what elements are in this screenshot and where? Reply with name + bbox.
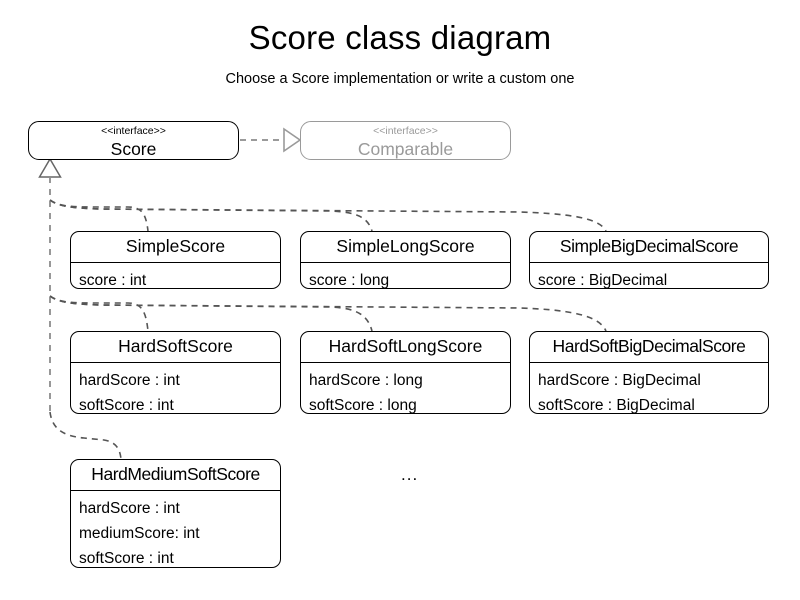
class-name-hard-soft-big-decimal-score: HardSoftBigDecimalScore (552, 336, 746, 356)
generalization-triangle (38, 157, 62, 178)
hollow-triangle-arrowhead (283, 127, 302, 153)
class-header-comparable: <<interface>> Comparable (301, 122, 510, 159)
class-box-hard-medium-soft-score[interactable]: HardMediumSoftScore hardScore : int medi… (70, 459, 281, 568)
class-header: SimpleBigDecimalScore (530, 232, 768, 263)
attribute-row: hardScore : long (309, 372, 423, 389)
attribute-row: softScore : int (79, 397, 174, 414)
class-name-score: Score (110, 139, 157, 159)
class-name-simple-score: SimpleScore (125, 236, 226, 256)
class-attributes: score : BigDecimal (530, 263, 768, 289)
class-header: SimpleScore (71, 232, 280, 263)
class-attributes: score : long (301, 263, 510, 289)
attribute-row: hardScore : int (79, 372, 180, 389)
class-box-simple-big-decimal-score[interactable]: SimpleBigDecimalScore score : BigDecimal (529, 231, 769, 289)
page-title: Score class diagram (248, 19, 552, 56)
class-attributes: hardScore : BigDecimal softScore : BigDe… (530, 363, 768, 414)
class-name-simple-long-score: SimpleLongScore (336, 236, 475, 256)
page-subtitle: Choose a Score implementation or write a… (225, 71, 575, 87)
class-name-hard-soft-score: HardSoftScore (118, 336, 233, 356)
class-header: HardSoftLongScore (301, 332, 510, 363)
class-name-comparable: Comparable (357, 139, 454, 159)
class-header: HardSoftScore (71, 332, 280, 363)
attribute-row: mediumScore: int (79, 525, 200, 542)
class-name-simple-big-decimal-score: SimpleBigDecimalScore (559, 236, 739, 256)
attribute-row: hardScore : BigDecimal (538, 372, 701, 389)
class-attributes: hardScore : long softScore : long (301, 363, 510, 414)
stereotype-label: <<interface>> (101, 125, 166, 137)
more-classes-indicator: ... (401, 465, 419, 484)
class-header: HardMediumSoftScore (71, 460, 280, 491)
realization-score-comparable (240, 127, 302, 153)
class-box-score[interactable]: <<interface>> Score (28, 121, 239, 160)
class-box-hard-soft-big-decimal-score[interactable]: HardSoftBigDecimalScore hardScore : BigD… (529, 331, 769, 414)
branch-hard-soft-big-decimal-score (49, 295, 607, 332)
branch-simple-score (49, 199, 149, 232)
class-box-comparable[interactable]: <<interface>> Comparable (300, 121, 511, 160)
class-header-score: <<interface>> Score (29, 122, 238, 159)
attribute-row: score : long (309, 272, 390, 289)
attribute-row: score : int (79, 272, 147, 289)
class-name-hard-soft-long-score: HardSoftLongScore (328, 336, 483, 356)
class-box-hard-soft-score[interactable]: HardSoftScore hardScore : int softScore … (70, 331, 281, 414)
class-name-hard-medium-soft-score: HardMediumSoftScore (91, 464, 260, 484)
branch-hard-soft-long-score (49, 295, 373, 332)
stereotype-label: <<interface>> (373, 125, 438, 137)
attribute-row: softScore : int (79, 550, 174, 567)
branch-hard-soft-score (49, 295, 149, 332)
branch-hard-medium-soft-score (49, 411, 122, 460)
branch-simple-long-score (49, 199, 373, 232)
class-attributes: hardScore : int mediumScore: int softSco… (71, 491, 280, 567)
class-box-simple-long-score[interactable]: SimpleLongScore score : long (300, 231, 511, 289)
attribute-row: softScore : long (309, 397, 417, 414)
attribute-row: softScore : BigDecimal (538, 397, 695, 414)
branch-simple-big-decimal-score (49, 199, 607, 232)
class-header: HardSoftBigDecimalScore (530, 332, 768, 363)
class-header: SimpleLongScore (301, 232, 510, 263)
class-box-simple-score[interactable]: SimpleScore score : int (70, 231, 281, 289)
class-box-hard-soft-long-score[interactable]: HardSoftLongScore hardScore : long softS… (300, 331, 511, 414)
attribute-row: hardScore : int (79, 500, 180, 517)
attribute-row: score : BigDecimal (538, 272, 668, 289)
class-attributes: score : int (71, 263, 280, 289)
class-attributes: hardScore : int softScore : int (71, 363, 280, 414)
